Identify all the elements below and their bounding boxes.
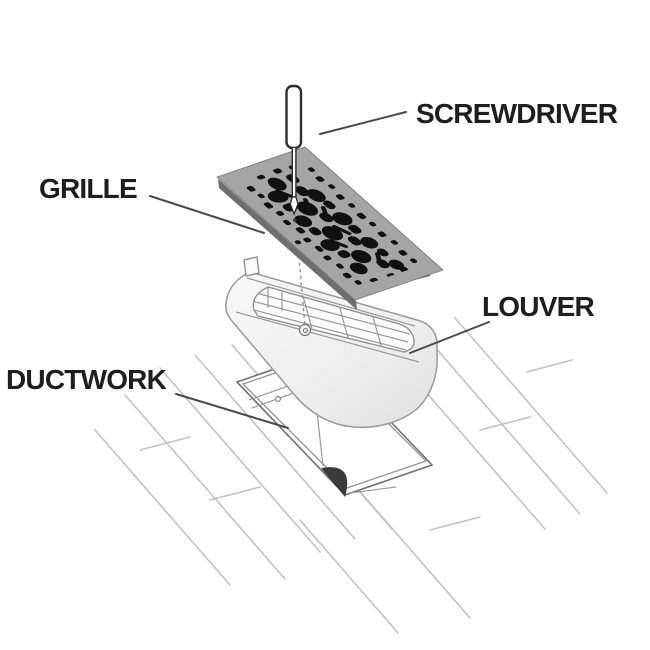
rim-tab (243, 256, 260, 277)
ductwork-label: DUCTWORK (6, 364, 167, 395)
louver-box (225, 256, 438, 429)
grille-edge-thickness (218, 179, 357, 310)
screwdriver-shaft (291, 148, 297, 198)
screwdriver-tip (289, 196, 299, 216)
grille-label: GRILLE (39, 173, 137, 204)
flange-screw-hole (275, 396, 281, 402)
duct-boot-dark-opening (321, 467, 348, 497)
louver-label: LOUVER (482, 291, 594, 322)
screwdriver-label: SCREWDRIVER (416, 98, 618, 129)
screwdriver (285, 84, 303, 222)
screwdriver-leader-line (319, 111, 407, 135)
screwdriver-handle (285, 84, 303, 150)
part-labels: SCREWDRIVER GRILLE LOUVER DUCTWORK (6, 98, 619, 395)
ductwork-leader-line (175, 393, 289, 429)
screw-point (293, 218, 297, 222)
screw-boss-hole (302, 327, 309, 334)
grille-ornate-pattern (246, 165, 418, 285)
leader-lines (149, 111, 490, 429)
grille-screw-hole (294, 240, 302, 245)
screw-boss (298, 323, 312, 337)
alignment-dashed-line (295, 223, 306, 327)
grille-plate (216, 146, 444, 310)
grille-leader-line (149, 195, 265, 234)
louver-leader-line (409, 321, 490, 354)
